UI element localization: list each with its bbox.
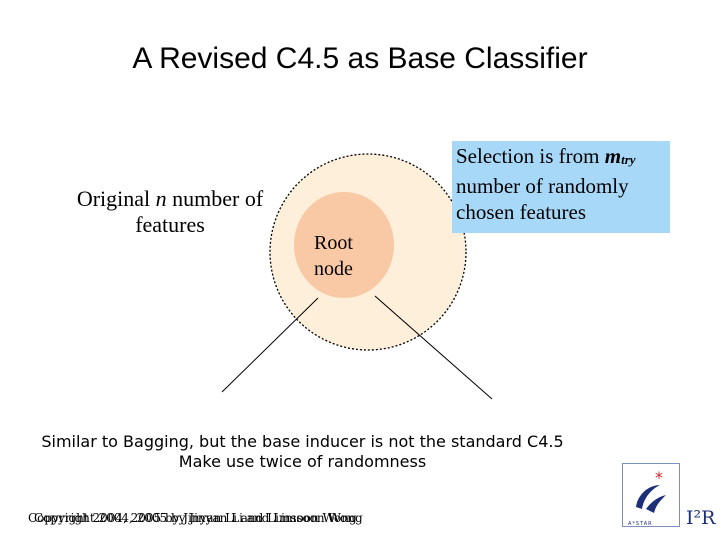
slide-title: A Revised C4.5 as Base Classifier: [132, 42, 588, 75]
original-features-label: Original n number of features: [76, 186, 264, 237]
a-star-logo-icon: *: [636, 468, 666, 513]
root-node-label-line1: Root: [314, 232, 353, 254]
root-node-circle: [294, 192, 394, 298]
caption: Similar to Bagging, but the base inducer…: [0, 432, 605, 472]
copyright-text-overlap: Copyright 2004, 2005 by Jinyan Li and Li…: [34, 511, 363, 525]
left-branch-line: [221, 297, 319, 393]
logo-box: [622, 463, 680, 527]
svg-text:*: *: [655, 468, 663, 487]
root-node-label: Root node: [314, 230, 394, 282]
callout-line1: Selection is from mtry: [456, 144, 636, 168]
right-branch-line: [374, 295, 493, 400]
callout-line3: chosen features: [456, 200, 587, 224]
caption-line1: Similar to Bagging, but the base inducer…: [41, 432, 564, 451]
mtry-callout: Selection is from mtry number of randoml…: [452, 141, 670, 233]
i2r-text: I²R: [686, 507, 716, 529]
a-star-i2r-logo: * A*STAR I²R: [622, 463, 716, 535]
callout-line2: number of randomly: [456, 174, 629, 198]
caption-line2: Make use twice of randomness: [178, 452, 427, 471]
a-star-text: A*STAR: [628, 521, 653, 527]
root-node-label-line2: node: [314, 258, 353, 280]
copyright-text: Copyright 2004, 2005 by Jinyan Li and Li…: [28, 511, 357, 525]
